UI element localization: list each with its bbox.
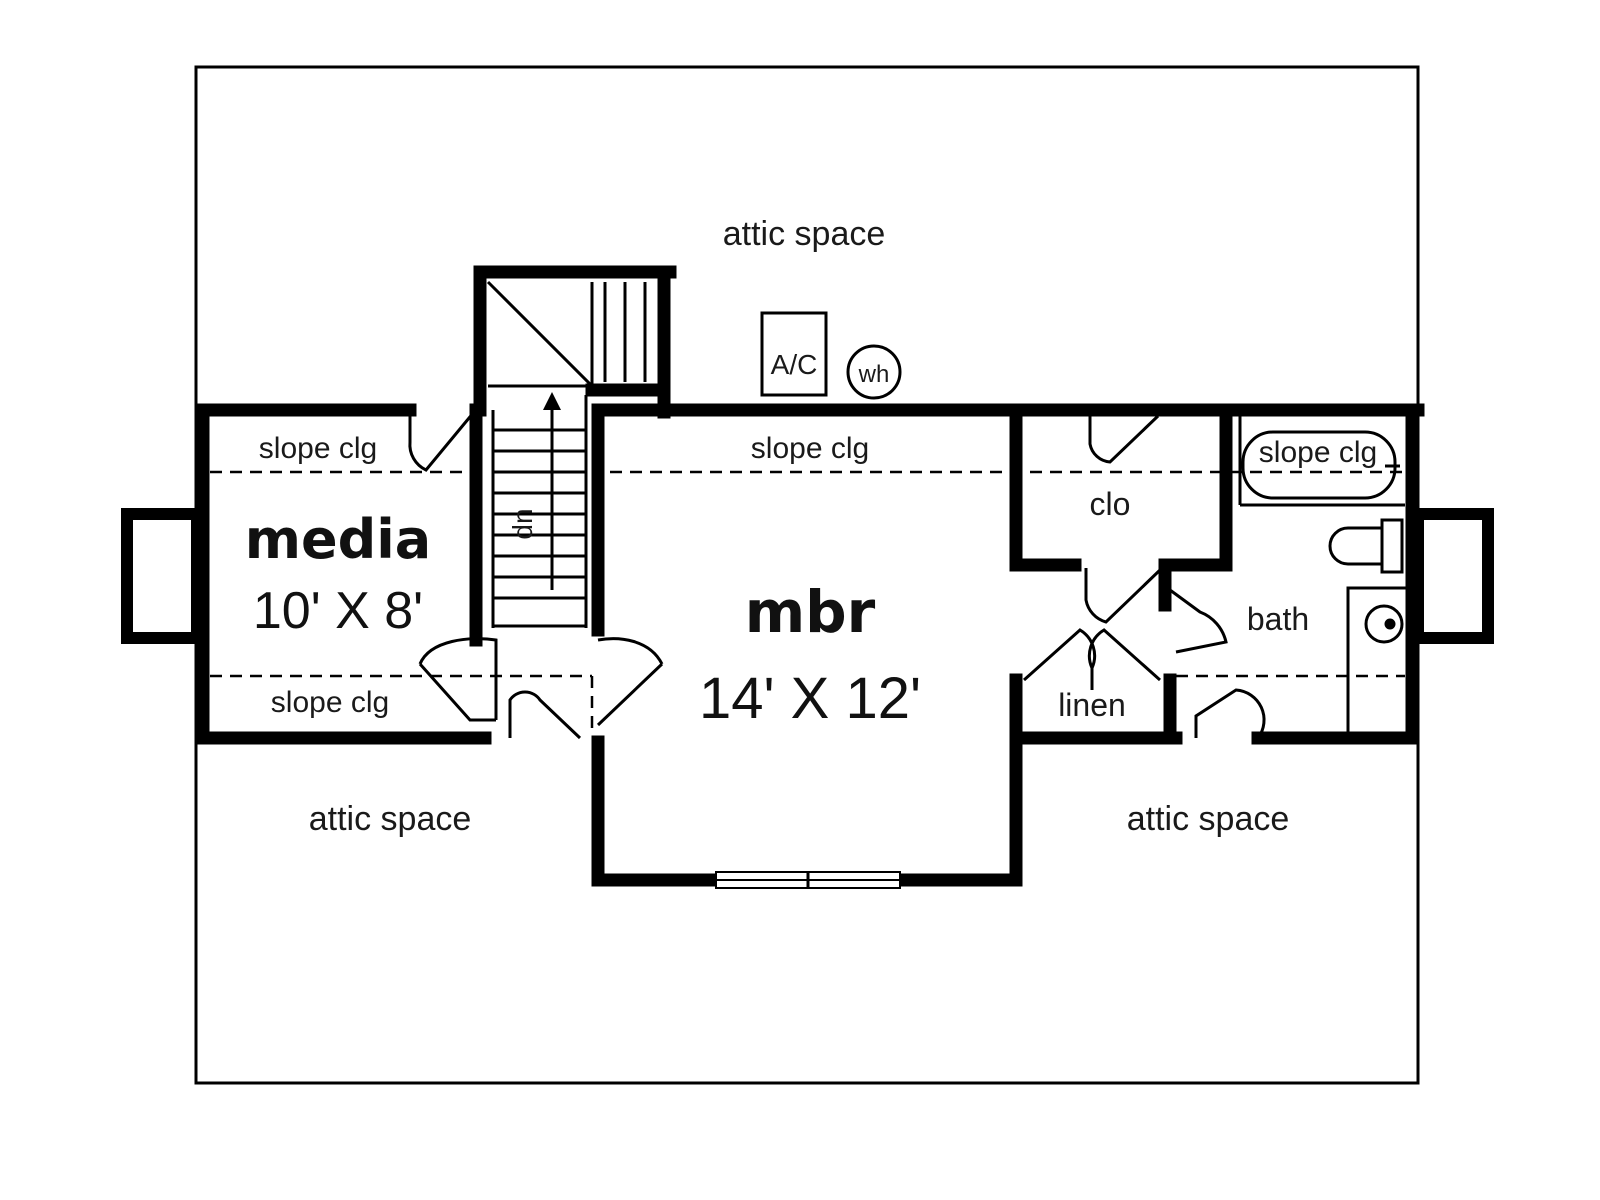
- linen-label: linen: [1058, 687, 1126, 723]
- water-heater-icon: [846, 344, 902, 400]
- bathtub-icon: [1241, 430, 1400, 500]
- media-room-size: 10' X 8': [253, 582, 423, 640]
- bath-label: bath: [1247, 601, 1309, 637]
- attic-space-right-label: attic space: [1127, 800, 1290, 838]
- toilet-icon: [1328, 518, 1404, 574]
- mbr-slope-label: slope clg: [751, 432, 869, 465]
- bath-slope-label: slope clg: [1259, 436, 1377, 469]
- media-slope-top-label: slope clg: [259, 432, 377, 465]
- mbr-room-name: mbr: [745, 578, 876, 646]
- sink-icon: [1364, 604, 1404, 644]
- closet-label: clo: [1090, 486, 1131, 522]
- stair-run: [486, 280, 647, 628]
- attic-space-left-label: attic space: [309, 800, 472, 838]
- stair-direction-label: dn: [507, 508, 538, 539]
- walls: [196, 265, 1425, 887]
- media-room-name: media: [245, 508, 432, 571]
- thin-walls: [1238, 416, 1410, 738]
- mbr-window: [715, 871, 901, 889]
- mbr-room-size: 14' X 12': [699, 666, 921, 731]
- left-dormer: [121, 508, 203, 644]
- right-dormer: [1412, 508, 1494, 644]
- stair-arrow: [543, 392, 561, 590]
- doors: [408, 410, 1266, 740]
- ac-unit-icon: [760, 311, 828, 397]
- ac-unit-label: A/C: [771, 349, 818, 380]
- slope-lines: [210, 470, 1405, 730]
- attic-space-top-label: attic space: [723, 215, 886, 253]
- media-slope-bottom-label: slope clg: [271, 686, 389, 719]
- water-heater-label: wh: [858, 361, 890, 388]
